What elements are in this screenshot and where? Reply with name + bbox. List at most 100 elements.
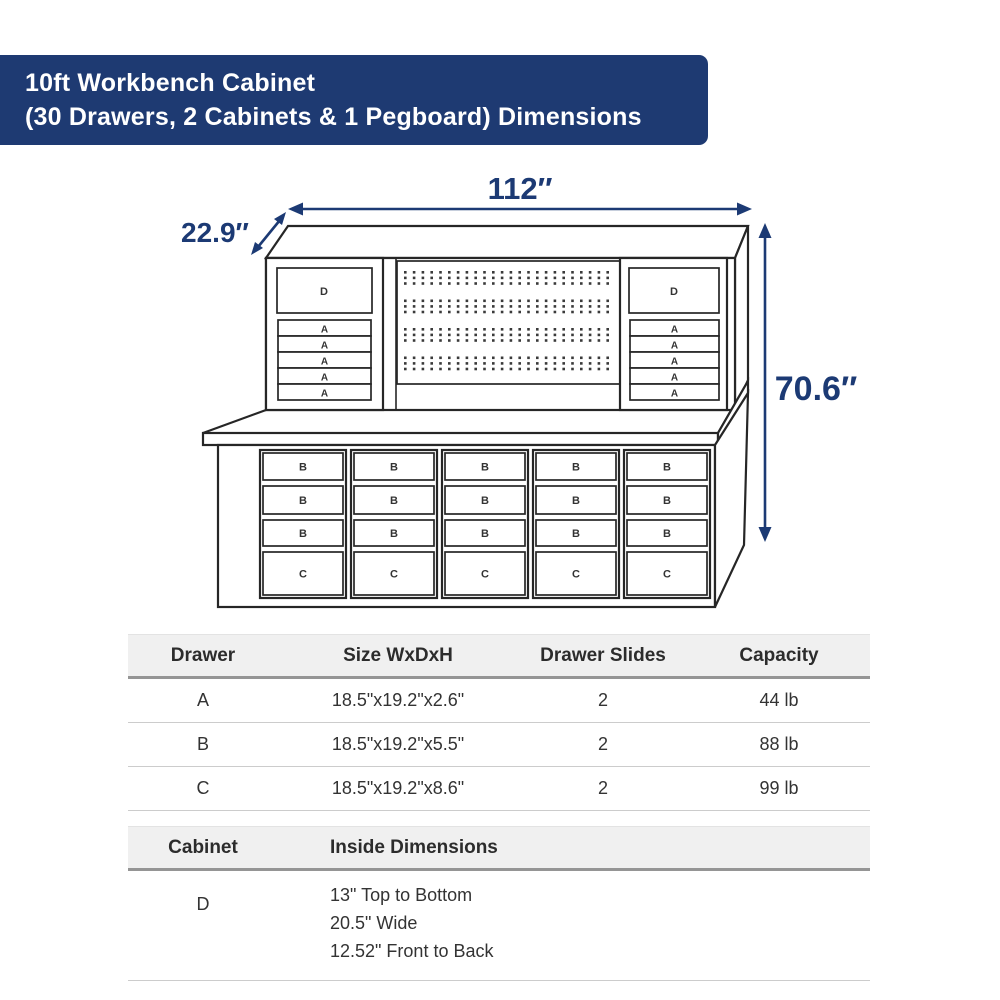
cabinet-d-label: D xyxy=(320,286,328,298)
drawer-b: B xyxy=(535,485,617,515)
drawer-column: B B B C xyxy=(258,448,348,600)
cell-slides: 2 xyxy=(597,690,608,710)
benchtop xyxy=(201,431,720,447)
dimension-line: 20.5" Wide xyxy=(330,913,418,933)
cell-slides: 2 xyxy=(597,734,608,754)
drawer-b: B xyxy=(626,519,708,547)
arrow-down-left-icon xyxy=(251,242,263,255)
svg-text:C: C xyxy=(572,569,580,581)
hutch-top-face xyxy=(263,224,750,260)
svg-text:A: A xyxy=(671,357,678,368)
drawer-c: C xyxy=(535,551,617,596)
drawer-a: A xyxy=(629,367,720,385)
svg-text:A: A xyxy=(321,389,328,400)
svg-text:A: A xyxy=(671,325,678,336)
cell-cabinet: D xyxy=(196,894,210,914)
svg-text:A: A xyxy=(321,341,328,352)
svg-text:C: C xyxy=(299,569,307,581)
svg-text:B: B xyxy=(299,462,307,474)
drawer-b: B xyxy=(353,452,435,481)
base-side-face xyxy=(713,389,750,608)
drawer-a: A xyxy=(277,383,372,401)
drawer-c: C xyxy=(444,551,526,596)
cell-size: 18.5"x19.2"x8.6" xyxy=(331,778,465,798)
svg-text:A: A xyxy=(321,357,328,368)
drawer-b: B xyxy=(535,519,617,547)
workbench-diagram: 112″ 22.9″ 70.6″ xyxy=(181,171,857,609)
depth-value: 22.9″ xyxy=(181,217,249,248)
table-row: D 13" Top to Bottom 20.5" Wide 12.52" Fr… xyxy=(128,871,870,981)
width-dimension: 112″ xyxy=(288,171,752,216)
cell-capacity: 88 lb xyxy=(759,734,799,754)
drawer-a: A xyxy=(629,335,720,353)
svg-text:B: B xyxy=(390,528,398,540)
svg-text:A: A xyxy=(671,341,678,352)
table-row: B 18.5"x19.2"x5.5" 2 88 lb xyxy=(128,723,870,767)
svg-text:B: B xyxy=(481,495,489,507)
drawer-b: B xyxy=(262,485,344,515)
drawer-a: A xyxy=(629,383,720,401)
col-header-size: Size WxDxH xyxy=(343,644,453,666)
title-line-1: 10ft Workbench Cabinet xyxy=(25,69,316,97)
height-dimension: 70.6″ xyxy=(758,223,857,542)
svg-text:C: C xyxy=(390,569,398,581)
svg-text:B: B xyxy=(299,528,307,540)
svg-text:A: A xyxy=(671,389,678,400)
svg-text:B: B xyxy=(663,462,671,474)
drawer-b: B xyxy=(262,452,344,481)
drawer-b: B xyxy=(626,485,708,515)
cabinet-table: Cabinet Inside Dimensions D 13" Top to B… xyxy=(128,826,870,981)
svg-text:A: A xyxy=(321,373,328,384)
cell-size: 18.5"x19.2"x2.6" xyxy=(331,690,465,710)
svg-text:A: A xyxy=(671,373,678,384)
cell-slides: 2 xyxy=(597,778,608,798)
svg-text:B: B xyxy=(299,495,307,507)
cell-drawer: A xyxy=(196,690,209,710)
svg-text:B: B xyxy=(481,528,489,540)
cell-capacity: 99 lb xyxy=(759,778,799,798)
dimension-line: 12.52" Front to Back xyxy=(330,941,494,961)
depth-dimension: 22.9″ xyxy=(181,212,286,255)
title-banner: 10ft Workbench Cabinet (30 Drawers, 2 Ca… xyxy=(0,55,708,145)
svg-text:C: C xyxy=(481,569,489,581)
drawer-a: A xyxy=(277,351,372,369)
drawer-a: A xyxy=(629,319,720,337)
svg-text:B: B xyxy=(390,495,398,507)
drawer-c: C xyxy=(353,551,435,596)
arrow-up-icon xyxy=(758,223,772,238)
drawer-b: B xyxy=(353,519,435,547)
title-line-2: (30 Drawers, 2 Cabinets & 1 Pegboard) Di… xyxy=(25,103,642,131)
col-header-cabinet: Cabinet xyxy=(168,836,238,858)
col-header-inside-dimensions: Inside Dimensions xyxy=(330,836,498,858)
width-value: 112″ xyxy=(488,171,553,206)
cabinet-d-label: D xyxy=(670,286,678,298)
svg-text:B: B xyxy=(390,462,398,474)
drawer-b: B xyxy=(444,485,526,515)
pegboard-dots xyxy=(404,271,609,371)
drawer-table-header: Drawer Size WxDxH Drawer Slides Capacity xyxy=(128,634,870,679)
col-header-capacity: Capacity xyxy=(739,644,819,666)
svg-text:B: B xyxy=(572,528,580,540)
drawer-c: C xyxy=(262,551,344,596)
height-value: 70.6″ xyxy=(775,370,857,408)
cell-capacity: 44 lb xyxy=(759,690,799,710)
drawer-c: C xyxy=(626,551,708,596)
drawer-b: B xyxy=(444,452,526,481)
svg-text:B: B xyxy=(572,495,580,507)
drawer-a: A xyxy=(277,319,372,337)
drawer-b: B xyxy=(626,452,708,481)
arrow-right-icon xyxy=(737,202,752,216)
drawer-column: B B B C xyxy=(349,448,439,600)
svg-text:B: B xyxy=(481,462,489,474)
arrow-down-icon xyxy=(758,527,772,542)
cabinet-d-left: D xyxy=(276,267,373,314)
arrow-up-right-icon xyxy=(274,212,286,225)
cell-drawer: C xyxy=(196,778,210,798)
